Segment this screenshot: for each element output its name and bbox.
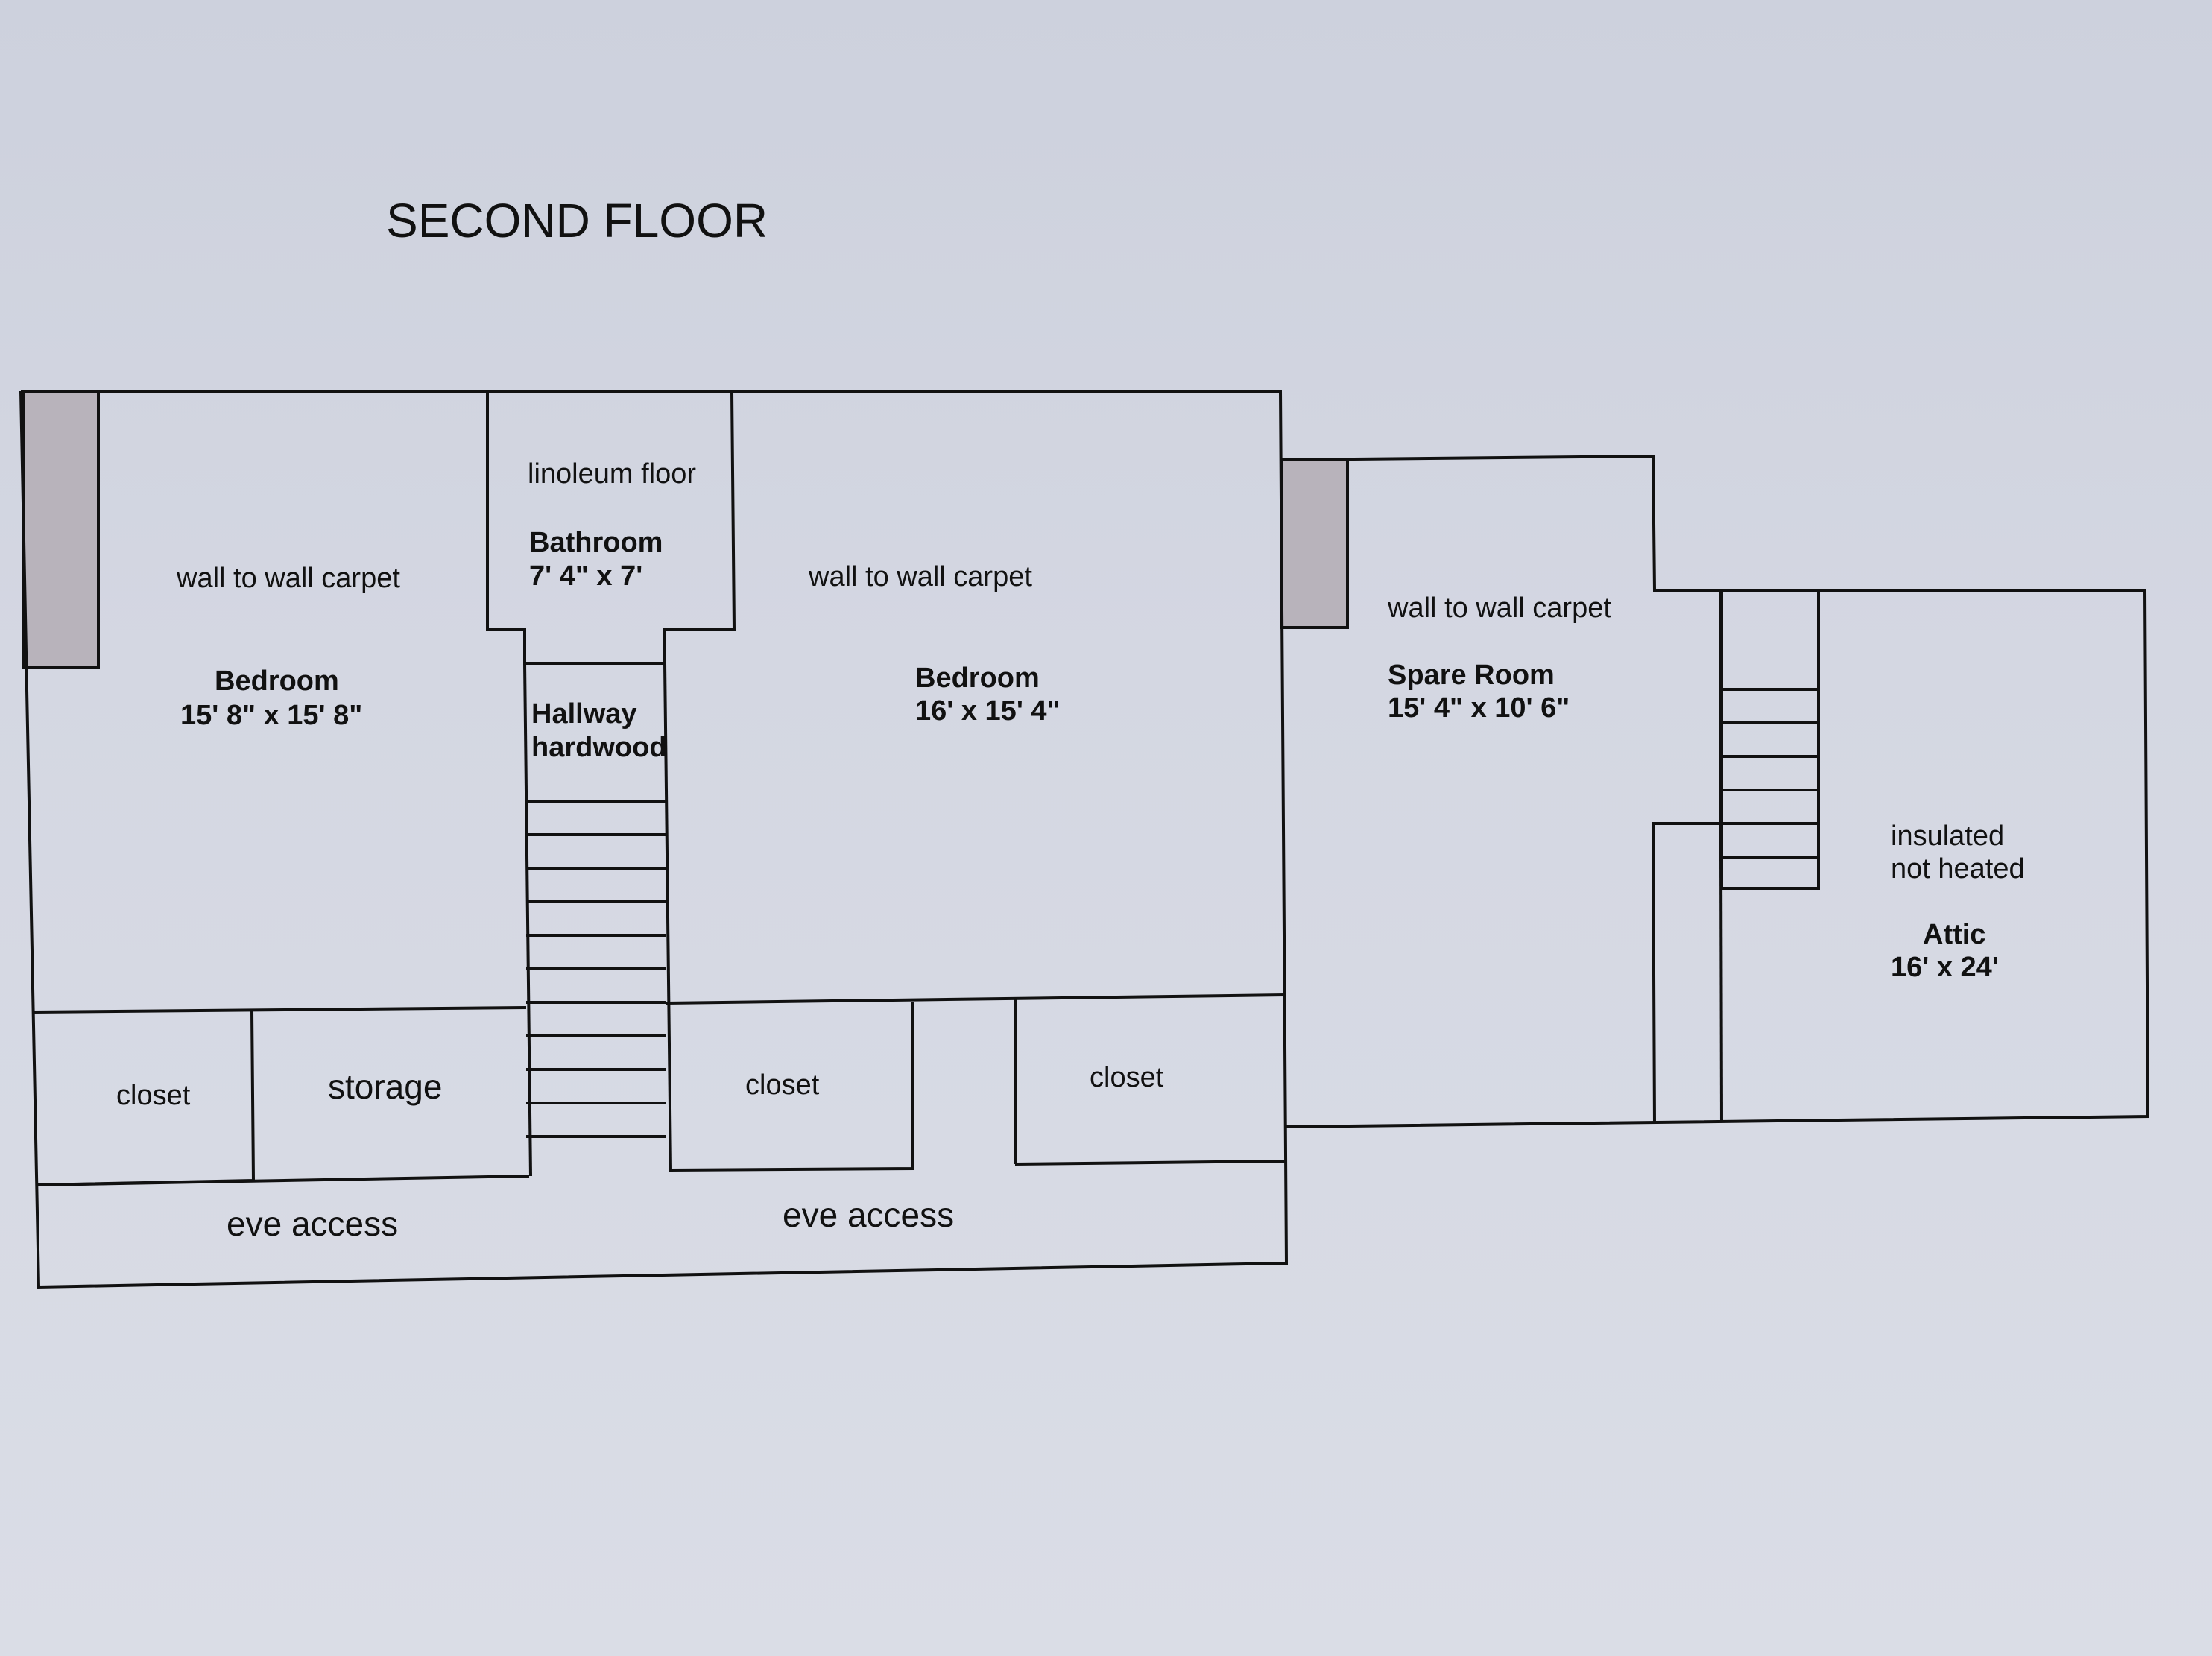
spare-room-size: 15' 4" x 10' 6" [1388, 692, 1570, 724]
addition-outer-wall [1280, 454, 2150, 1128]
eve-access-left-label: eve access [227, 1204, 398, 1243]
bedroom-right-name: Bedroom [915, 663, 1040, 694]
storage-label: storage [328, 1067, 442, 1106]
closet-1-label: closet [116, 1080, 191, 1111]
closet-2-label: closet [745, 1069, 820, 1101]
closet-2-wall [670, 1002, 914, 1172]
bathroom-wall [486, 391, 736, 665]
bedroom-right-floor: wall to wall carpet [808, 561, 1032, 592]
bedroom-left-name: Bedroom [215, 666, 339, 697]
hallway-stairs [526, 800, 666, 1138]
bathroom-name: Bathroom [529, 527, 663, 558]
hallway-wall-right [663, 663, 672, 1172]
bathroom-size: 7' 4" x 7' [529, 560, 642, 592]
hallway-name: Hallway [531, 698, 637, 730]
hallway-wall-left [523, 663, 532, 1177]
attic-name: Attic [1923, 919, 1985, 950]
main-outer-wall [19, 390, 1289, 1289]
bedroom-right-size: 16' x 15' 4" [915, 695, 1061, 727]
hallway-floor: hardwood [531, 732, 667, 763]
attic-note-2: not heated [1891, 853, 2025, 885]
eve-band-wall-2 [1014, 1160, 1286, 1166]
bedroom-left-floor: wall to wall carpet [176, 563, 400, 594]
attic-note-1: insulated [1891, 821, 2004, 852]
eve-access-right-label: eve access [783, 1195, 954, 1234]
lower-band-wall-left [33, 1006, 527, 1014]
closet-1-wall [37, 1010, 256, 1186]
bedroom-left-size: 15' 8" x 15' 8" [180, 700, 362, 731]
attic-stairs [1720, 589, 1820, 890]
attic-nook-wall [1651, 822, 1720, 1125]
spare-room-name: Spare Room [1388, 660, 1555, 691]
plan-title: SECOND FLOOR [386, 194, 768, 247]
attic-size: 16' x 24' [1891, 952, 1999, 983]
chimney-left [22, 390, 100, 669]
lower-band-wall-right [666, 993, 1286, 1005]
closet-3-label: closet [1090, 1062, 1164, 1093]
chimney-right [1280, 458, 1349, 629]
bathroom-floor: linoleum floor [528, 458, 696, 490]
spare-room-floor: wall to wall carpet [1387, 592, 1611, 624]
